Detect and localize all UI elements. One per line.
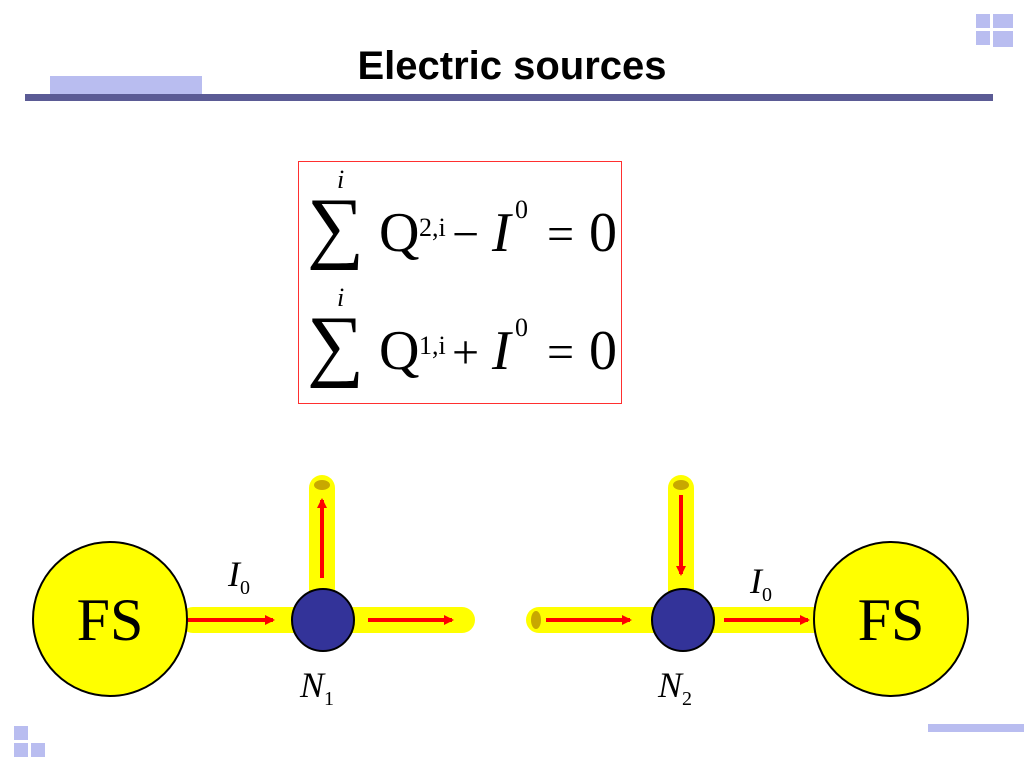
q-symbol: Q <box>379 320 420 382</box>
corner-decoration <box>976 31 990 45</box>
header-accent <box>50 76 202 94</box>
equation-1: ∑ i Q 2,i − I 0 = 0 <box>307 167 617 277</box>
header-rule <box>25 94 993 101</box>
node-label-left: N1 <box>300 665 335 711</box>
current-label-left: I0 <box>228 554 250 600</box>
corner-decoration <box>976 14 990 28</box>
corner-decoration <box>14 743 28 757</box>
operator: − <box>452 208 480 261</box>
current-superscript: 0 <box>515 195 528 224</box>
current-label-right: I0 <box>750 561 772 607</box>
source-left <box>32 541 188 697</box>
corner-decoration <box>993 31 1013 47</box>
equation-box: ∑ i Q 2,i − I 0 = 0 ∑ i Q 1,i + I 0 = 0 <box>298 161 622 404</box>
corner-decoration <box>31 743 45 757</box>
branch-right-vertical-end <box>673 480 689 490</box>
sum-symbol: ∑ <box>307 301 365 389</box>
current-symbol: I <box>492 202 511 264</box>
source-left-label: FS <box>76 587 144 653</box>
sum-index: i <box>337 165 345 194</box>
rhs-value: 0 <box>589 320 617 382</box>
equals-sign: = <box>547 326 575 379</box>
q-symbol: Q <box>379 202 420 264</box>
current-superscript: 0 <box>515 313 528 342</box>
q-subscript: 1,i <box>419 331 446 360</box>
corner-decoration <box>14 726 28 740</box>
source-right-label: FS <box>857 587 925 653</box>
footer-bar <box>928 724 1024 732</box>
corner-decoration <box>993 14 1013 28</box>
sum-symbol: ∑ <box>307 183 365 271</box>
branch-left-vertical-end <box>314 480 330 490</box>
node-left <box>291 588 355 652</box>
node-right <box>651 588 715 652</box>
page-title: Electric sources <box>357 44 667 88</box>
q-subscript: 2,i <box>419 213 446 242</box>
equation-2: ∑ i Q 1,i + I 0 = 0 <box>307 285 617 395</box>
source-right <box>813 541 969 697</box>
operator: + <box>452 326 480 379</box>
sum-index: i <box>337 283 345 312</box>
equals-sign: = <box>547 208 575 261</box>
current-symbol: I <box>492 320 511 382</box>
rhs-value: 0 <box>589 202 617 264</box>
branch-right-horizontal-end <box>531 611 541 629</box>
node-label-right: N2 <box>658 665 693 711</box>
